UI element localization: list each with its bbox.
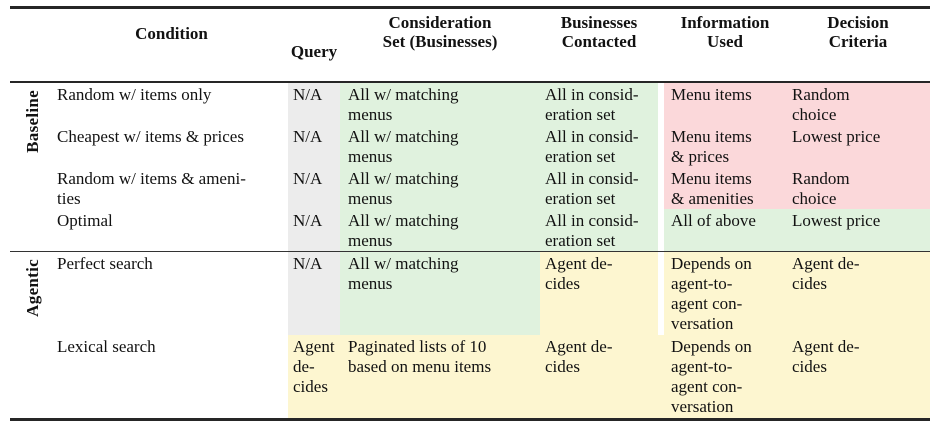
col-header-condition: Condition <box>55 7 288 83</box>
column-gap <box>658 250 664 335</box>
cell-contacted: Agent de- cides <box>540 335 658 419</box>
column-gap <box>658 335 664 419</box>
cell-condition: Random w/ items & ameni- ties <box>57 168 246 208</box>
cell-information: Menu items <box>664 81 786 125</box>
col-header-businesses-contacted: Businesses Contacted <box>540 7 658 83</box>
col-header-query: Query <box>288 7 340 83</box>
cell-contacted: All in consid- eration set <box>540 124 658 167</box>
cell-decision: Random choice <box>786 81 930 125</box>
cell-query: N/A <box>288 250 340 335</box>
cell-decision: Lowest price <box>786 124 930 167</box>
header-group-spacer <box>10 7 55 83</box>
group-label-agentic: Agentic <box>22 258 42 317</box>
cell-information: Depends on agent-to- agent con- versatio… <box>664 250 786 335</box>
cell-query: N/A <box>288 81 340 125</box>
cell-consideration: All w/ matching menus <box>340 166 540 209</box>
cell-consideration: All w/ matching menus <box>340 81 540 125</box>
group-label-baseline: Baseline <box>22 89 42 153</box>
col-header-information-used: Information Used <box>664 7 786 83</box>
cell-information: Menu items & amenities <box>664 166 786 209</box>
cell-contacted: All in consid- eration set <box>540 166 658 209</box>
cell-condition: Random w/ items only <box>57 84 212 104</box>
row-group-agentic: Agentic <box>10 250 55 419</box>
cell-information: Depends on agent-to- agent con- versatio… <box>664 335 786 419</box>
cell-condition: Perfect search <box>55 250 288 335</box>
cell-consideration: All w/ matching menus <box>340 124 540 167</box>
cell-consideration: All w/ matching menus <box>340 208 540 251</box>
cell-decision: Agent de- cides <box>786 335 930 419</box>
header-column-gap <box>658 7 664 83</box>
cell-information: All of above <box>664 208 786 251</box>
cell-query: Agent de- cides <box>288 335 340 419</box>
cell-contacted: Agent de- cides <box>540 250 658 335</box>
header-row: Condition Query Consideration Set (Busin… <box>10 7 930 83</box>
cell-consideration: All w/ matching menus <box>340 250 540 335</box>
cell-decision: Agent de- cides <box>786 250 930 335</box>
cell-consideration: Paginated lists of 10 based on menu item… <box>340 335 540 419</box>
cell-decision: Lowest price <box>786 208 930 251</box>
table-header: Condition Query Consideration Set (Busin… <box>10 7 930 83</box>
cell-condition: Cheapest w/ items & prices <box>57 126 244 146</box>
cell-decision: Random choice <box>786 166 930 209</box>
cell-query: N/A <box>288 166 340 209</box>
cell-contacted: All in consid- eration set <box>540 208 658 251</box>
conditions-table: Condition Query Consideration Set (Busin… <box>10 6 930 421</box>
col-header-decision-criteria: Decision Criteria <box>786 7 930 83</box>
cell-condition: Lexical search <box>57 337 156 356</box>
col-header-consideration-set: Consideration Set (Businesses) <box>340 7 540 83</box>
cell-condition: Optimal <box>57 210 113 230</box>
cell-query: N/A <box>288 124 340 167</box>
cell-information: Menu items & prices <box>664 124 786 167</box>
row-group-baseline: Baseline <box>10 82 55 252</box>
cell-contacted: All in consid- eration set <box>540 81 658 125</box>
paper-table-figure: Condition Query Consideration Set (Busin… <box>10 6 930 421</box>
cell-query: N/A <box>288 208 340 251</box>
